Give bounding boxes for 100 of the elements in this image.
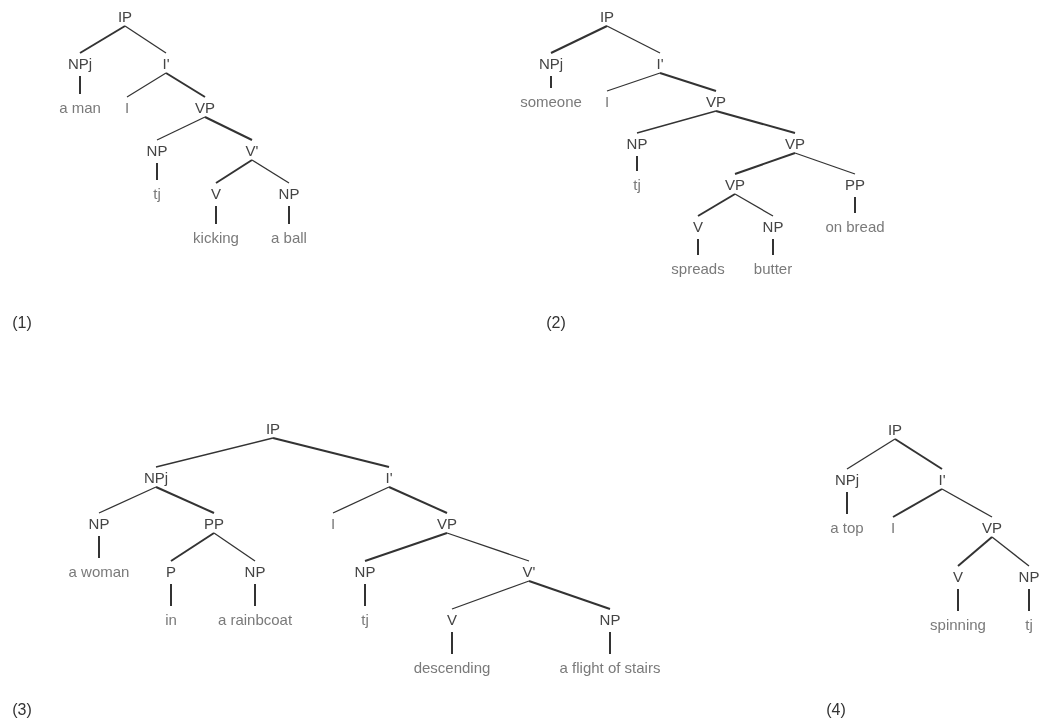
category-label: NP	[626, 135, 648, 151]
word: in	[165, 611, 177, 627]
tree-tick	[1028, 588, 1030, 612]
category-label: VP	[982, 519, 1002, 535]
tree-branch	[165, 72, 206, 98]
tree-branch	[272, 437, 390, 468]
category-label: V	[447, 611, 457, 627]
tree-branch	[528, 580, 611, 610]
category-label: I'	[656, 55, 664, 71]
word: tj	[361, 611, 369, 627]
tree-branch	[364, 532, 448, 562]
category-label: V	[693, 218, 703, 234]
category-label: NPj	[143, 469, 169, 485]
tree-tick	[636, 155, 638, 172]
tree-branch	[606, 25, 661, 54]
tree-branch	[636, 110, 717, 134]
category-label: V'	[522, 563, 536, 579]
word: I	[330, 515, 336, 531]
tree-branch	[734, 193, 774, 217]
word: tj	[153, 185, 161, 201]
tree-branch	[215, 159, 253, 184]
word: someone	[520, 93, 582, 109]
category-label: NP	[88, 515, 110, 531]
word: I	[604, 93, 610, 109]
word: a rainbcoat	[217, 611, 293, 627]
category-label: PP	[845, 176, 865, 192]
word: a top	[830, 519, 864, 535]
category-label: NP	[278, 185, 300, 201]
word: descending	[413, 659, 491, 675]
tree-number: (2)	[546, 315, 566, 331]
tree-branch	[79, 25, 126, 54]
tree-branch	[794, 152, 856, 175]
tree-branch	[156, 116, 206, 141]
category-label: VP	[785, 135, 805, 151]
tree-tick	[98, 535, 100, 559]
tree-branch	[213, 532, 256, 562]
tree-branch	[332, 486, 390, 514]
tree-branch	[170, 532, 215, 562]
category-label: NP	[244, 563, 266, 579]
category-label: IP	[887, 421, 903, 437]
category-label: NP	[1018, 568, 1040, 584]
tree-branch	[892, 488, 943, 518]
category-label: NP	[762, 218, 784, 234]
category-label: I'	[385, 469, 393, 485]
tree-branch	[846, 438, 896, 470]
tree-branch	[659, 72, 717, 92]
tree-branch	[451, 580, 530, 610]
tree-tick	[451, 631, 453, 655]
tree-branch	[715, 110, 796, 134]
word: butter	[753, 260, 793, 276]
tree-branch	[550, 25, 608, 54]
word: spinning	[930, 616, 986, 632]
category-label: PP	[204, 515, 224, 531]
category-label: IP	[117, 8, 133, 24]
word: spreads	[671, 260, 725, 276]
word: tj	[633, 176, 641, 192]
tree-branch	[251, 159, 290, 184]
tree-tick	[609, 631, 611, 655]
tree-branch	[446, 532, 530, 562]
category-label: NPj	[538, 55, 564, 71]
tree-branch	[388, 486, 448, 514]
tree-branch	[155, 437, 274, 468]
word: I	[124, 99, 130, 115]
tree-branch	[606, 72, 661, 92]
tree-branch	[126, 72, 167, 98]
category-label: VP	[725, 176, 745, 192]
tree-tick	[772, 238, 774, 256]
tree-branch	[991, 536, 1030, 567]
tree-tick	[364, 583, 366, 607]
tree-tick	[254, 583, 256, 607]
category-label: V'	[245, 142, 259, 158]
category-label: I'	[162, 55, 170, 71]
tree-tick	[215, 205, 217, 225]
category-label: NPj	[834, 471, 860, 487]
tree-number: (3)	[12, 702, 32, 718]
category-label: NP	[354, 563, 376, 579]
category-label: P	[166, 563, 176, 579]
tree-number: (4)	[826, 702, 846, 718]
word: a flight of stairs	[559, 659, 661, 675]
word: kicking	[193, 229, 239, 245]
tree-tick	[550, 75, 552, 89]
category-label: V	[953, 568, 963, 584]
tree-tick	[957, 588, 959, 612]
category-label: V	[211, 185, 221, 201]
tree-tick	[170, 583, 172, 607]
category-label: NPj	[67, 55, 93, 71]
tree-number: (1)	[12, 315, 32, 331]
word: tj	[1025, 616, 1033, 632]
tree-branch	[204, 116, 253, 141]
category-label: NP	[599, 611, 621, 627]
word: I	[890, 519, 896, 535]
category-label: I'	[938, 471, 946, 487]
tree-branch	[894, 438, 943, 470]
word: a man	[59, 99, 101, 115]
tree-tick	[846, 491, 848, 515]
word: a woman	[68, 563, 130, 579]
tree-branch	[734, 152, 796, 175]
word: on bread	[825, 218, 885, 234]
tree-branch	[98, 486, 157, 514]
category-label: VP	[195, 99, 215, 115]
